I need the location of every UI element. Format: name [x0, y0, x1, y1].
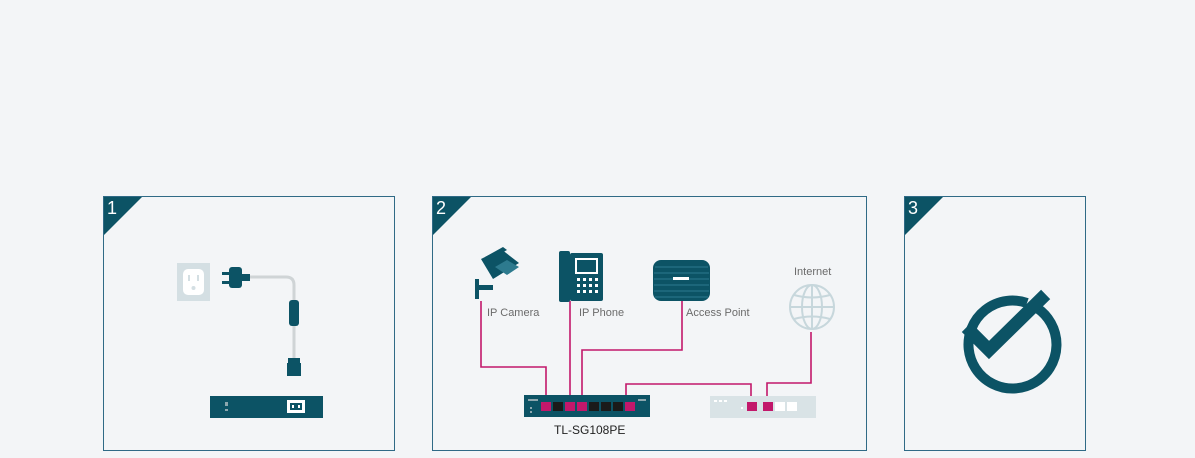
ip-camera-label: IP Camera — [487, 307, 540, 319]
ip-phone-icon — [559, 251, 603, 302]
step-1-number: 1 — [107, 198, 118, 218]
ethernet-cables — [480, 296, 812, 401]
camera-cable — [480, 301, 547, 401]
internet-cable — [766, 332, 812, 401]
checkmark-circle-icon — [961, 289, 1062, 394]
access-point-icon — [653, 260, 710, 301]
internet-label: Internet — [794, 266, 831, 278]
internet-globe-icon — [789, 284, 835, 330]
power-connection-illustration — [177, 263, 323, 418]
step-2-corner — [433, 197, 471, 235]
step-3-corner — [905, 197, 943, 235]
step-1-panel: 1 — [103, 196, 395, 451]
access-point-cable — [581, 296, 683, 401]
step-2-panel: 2 — [432, 196, 867, 451]
step-3-panel: 3 — [904, 196, 1086, 451]
wall-outlet-icon — [177, 263, 210, 301]
network-diagram: IP Camera IP Phone Access Point Internet… — [475, 247, 835, 437]
power-cable — [250, 275, 296, 300]
switch-rear-panel-icon — [210, 396, 323, 418]
switch-model-label: TL-SG108PE — [554, 423, 625, 437]
access-point-label: Access Point — [686, 307, 750, 319]
power-plug-icon — [222, 267, 250, 288]
step-1-corner — [104, 197, 142, 235]
ip-phone-label: IP Phone — [579, 307, 624, 319]
ferrite-core-icon — [289, 300, 299, 326]
router-icon — [710, 396, 816, 418]
poe-switch-icon — [524, 395, 650, 417]
power-connector-icon — [287, 363, 301, 376]
step-2-number: 2 — [436, 198, 447, 218]
uplink-cable — [625, 383, 752, 401]
step-3-number: 3 — [908, 198, 919, 218]
ip-camera-icon — [475, 247, 519, 299]
checkmark-illustration — [961, 289, 1062, 394]
